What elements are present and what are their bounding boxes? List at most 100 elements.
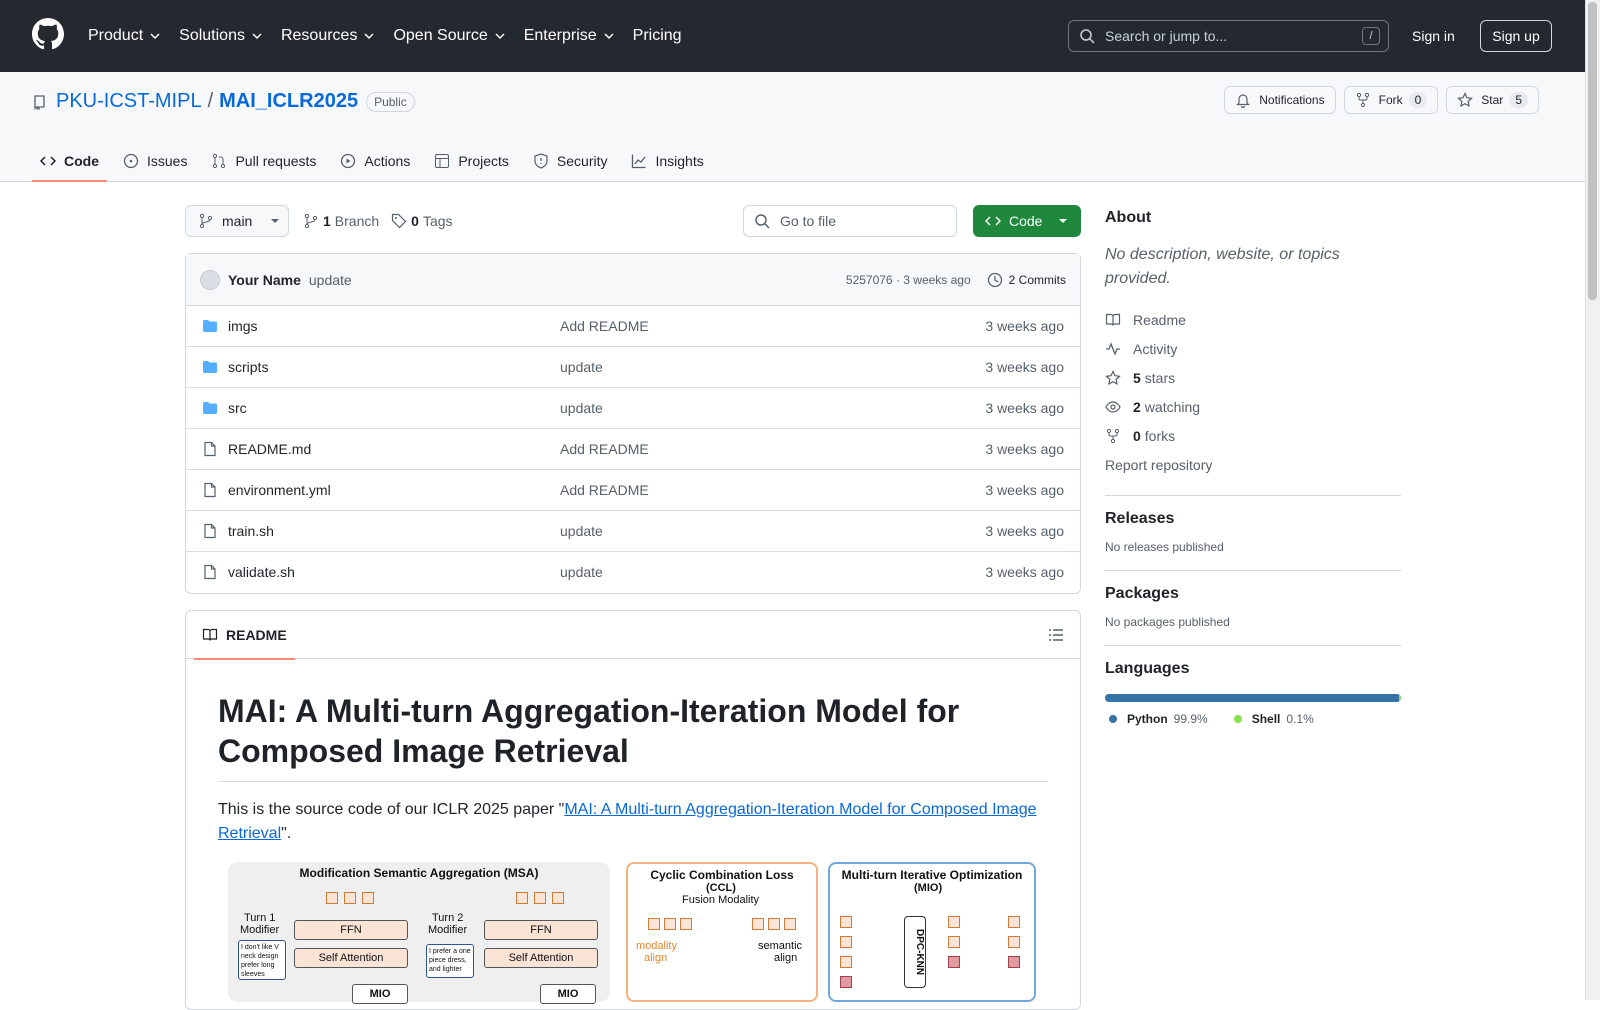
commit-hash-time[interactable]: 5257076 · 3 weeks ago	[845, 273, 971, 287]
readme-link[interactable]: Readme	[1105, 305, 1401, 334]
language-shell[interactable]: Shell 0.1%	[1230, 712, 1314, 726]
nav-resources[interactable]: Resources	[281, 27, 375, 45]
tab-security[interactable]: Security	[525, 140, 616, 182]
tab-code[interactable]: Code	[32, 140, 107, 182]
packages-heading[interactable]: Packages	[1105, 585, 1179, 602]
file-name[interactable]: scripts	[228, 359, 269, 375]
nav-product[interactable]: Product	[88, 27, 161, 45]
fork-icon	[1356, 92, 1369, 108]
readme-tab[interactable]: README	[194, 611, 295, 660]
modality-align-label: align	[644, 952, 668, 964]
tag-count: 0	[411, 213, 419, 229]
ffn-box-1: FFN	[294, 920, 408, 940]
go-to-file-input[interactable]: Go to file	[743, 205, 957, 237]
chevron-down-icon	[495, 33, 505, 40]
tab-issues[interactable]: Issues	[115, 140, 195, 182]
language-bar-shell	[1399, 694, 1401, 702]
token-square	[680, 918, 692, 930]
language-percent: 99.9%	[1173, 712, 1208, 726]
file-commit-message[interactable]: update	[560, 400, 603, 416]
file-commit-message[interactable]: Add README	[560, 441, 649, 457]
fork-button[interactable]: Fork 0	[1343, 86, 1439, 114]
token-square	[1008, 916, 1020, 928]
forks-label: forks	[1144, 427, 1176, 444]
packages-section: Packages No packages published	[1105, 570, 1401, 629]
forks-link[interactable]: 0 forks	[1105, 421, 1401, 450]
token-square	[752, 918, 764, 930]
file-name[interactable]: train.sh	[228, 523, 274, 539]
tab-insights[interactable]: Insights	[623, 140, 711, 182]
list-icon[interactable]	[1048, 627, 1064, 643]
tag-icon	[392, 213, 407, 229]
code-icon	[985, 216, 1001, 226]
language-name: Python	[1127, 712, 1168, 726]
nav-pricing[interactable]: Pricing	[633, 27, 682, 45]
tab-actions[interactable]: Actions	[332, 140, 418, 182]
sign-in-link[interactable]: Sign in	[1412, 28, 1455, 44]
tag-label: Tags	[422, 213, 453, 229]
activity-link[interactable]: Activity	[1105, 334, 1401, 363]
star-button[interactable]: Star 5	[1446, 86, 1539, 114]
commits-link[interactable]: 2 Commits	[987, 272, 1066, 288]
notifications-button[interactable]: Notifications	[1224, 86, 1336, 114]
tab-label: Projects	[458, 153, 509, 169]
file-name[interactable]: environment.yml	[228, 482, 331, 498]
paper-link[interactable]: MAI: A Multi-turn Aggregation-Iteration …	[218, 801, 1037, 842]
branch-label: Branch	[334, 213, 380, 229]
scrollbar-thumb[interactable]	[1588, 2, 1597, 300]
report-repository-link[interactable]: Report repository	[1105, 456, 1213, 473]
commit-message[interactable]: update	[308, 271, 352, 288]
ccl-title: Cyclic Combination Loss	[650, 868, 794, 882]
file-name[interactable]: src	[228, 400, 247, 416]
file-date: 3 weeks ago	[985, 523, 1064, 539]
repo-name-link[interactable]: MAI_ICLR2025	[219, 90, 359, 112]
star-count: 5	[1509, 92, 1528, 108]
no-releases-text: No releases published	[1105, 540, 1224, 554]
file-commit-message[interactable]: Add README	[560, 318, 649, 334]
file-commit-message[interactable]: update	[560, 523, 603, 539]
stars-link[interactable]: 5 stars	[1105, 363, 1401, 392]
activity-link-label: Activity	[1133, 340, 1178, 357]
file-commit-message[interactable]: update	[560, 564, 603, 580]
repo-owner-link[interactable]: PKU-ICST-MIPL	[56, 90, 202, 112]
branch-name: main	[222, 213, 253, 229]
code-dropdown-button[interactable]: Code	[973, 205, 1081, 237]
readme-body: MAI: A Multi-turn Aggregation-Iteration …	[186, 659, 1080, 1004]
file-commit-message[interactable]: Add README	[560, 482, 649, 498]
page-scrollbar[interactable]	[1585, 0, 1600, 1000]
watching-link[interactable]: 2 watching	[1105, 392, 1401, 421]
tab-projects[interactable]: Projects	[426, 140, 517, 182]
file-row[interactable]: train.sh update 3 weeks ago	[186, 511, 1080, 552]
token-square	[534, 892, 546, 904]
branch-select-button[interactable]: main	[185, 205, 289, 237]
nav-enterprise[interactable]: Enterprise	[524, 27, 615, 45]
language-python[interactable]: Python 99.9%	[1105, 712, 1208, 726]
file-name[interactable]: validate.sh	[228, 564, 295, 580]
token-square	[948, 916, 960, 928]
nav-solutions[interactable]: Solutions	[179, 27, 263, 45]
global-search-input[interactable]: Search or jump to... /	[1068, 20, 1389, 52]
releases-heading[interactable]: Releases	[1105, 510, 1175, 527]
semantic-label: semantic	[758, 940, 803, 952]
file-commit-message[interactable]: update	[560, 359, 603, 375]
file-name[interactable]: README.md	[228, 441, 312, 457]
pull-request-icon	[213, 153, 226, 169]
sign-up-button[interactable]: Sign up	[1480, 20, 1552, 52]
tab-pull-requests[interactable]: Pull requests	[203, 140, 324, 182]
tab-label: Code	[64, 153, 99, 169]
avatar[interactable]	[200, 269, 220, 290]
file-name[interactable]: imgs	[228, 318, 258, 334]
repo-tabs: Code Issues Pull requests Actions Projec…	[32, 140, 720, 182]
commit-author[interactable]: Your Name	[228, 271, 301, 288]
nav-open-source[interactable]: Open Source	[393, 27, 505, 45]
github-logo-icon[interactable]	[32, 18, 64, 50]
